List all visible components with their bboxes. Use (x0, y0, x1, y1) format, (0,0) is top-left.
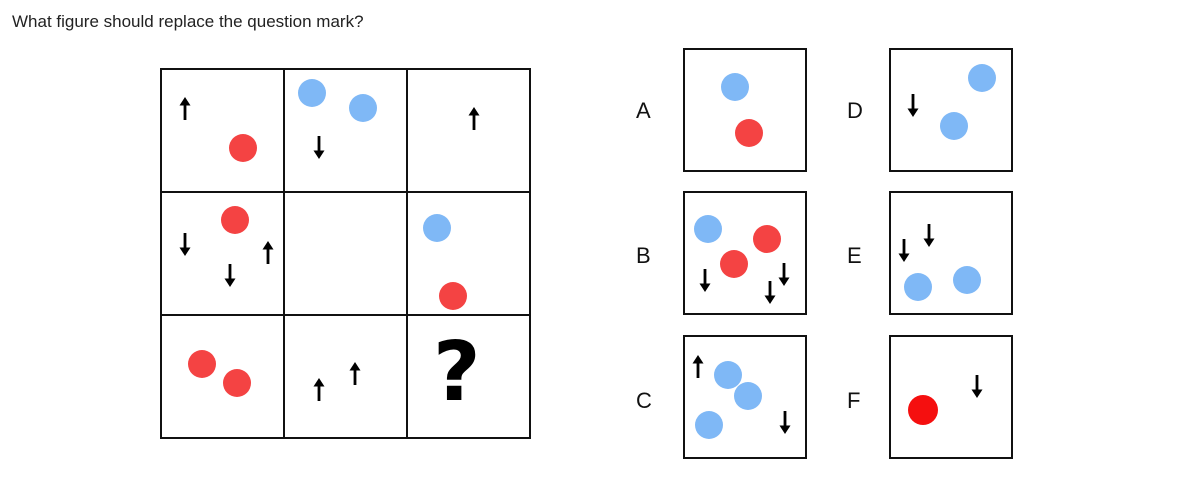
blue-circle (953, 266, 981, 294)
down-arrow-icon (224, 264, 236, 287)
up-arrow-icon (313, 378, 325, 401)
blue-circle (734, 382, 762, 410)
option-f[interactable] (889, 335, 1013, 459)
option-f-label: F (847, 388, 861, 413)
cell-r1-c1 (179, 97, 257, 162)
up-arrow-icon (349, 362, 361, 385)
red-circle (720, 250, 748, 278)
question-mark: ? (433, 325, 481, 420)
option-d-label: D (847, 98, 863, 123)
red-circle (735, 119, 763, 147)
blue-circle (298, 79, 326, 107)
blue-circle (349, 94, 377, 122)
up-arrow-icon (468, 107, 480, 130)
option-a[interactable] (683, 48, 807, 172)
option-e[interactable] (889, 191, 1013, 315)
blue-circle (695, 411, 723, 439)
blue-circle (968, 64, 996, 92)
cell-r3-c1 (188, 350, 251, 397)
cell-r3-c2 (313, 362, 361, 401)
blue-circle (694, 215, 722, 243)
red-circle (221, 206, 249, 234)
blue-circle (714, 361, 742, 389)
cell-r2-c1 (179, 206, 274, 287)
red-circle (439, 282, 467, 310)
blue-circle (904, 273, 932, 301)
option-b-label: B (636, 243, 651, 268)
down-arrow-icon (313, 136, 325, 159)
up-arrow-icon (262, 241, 274, 264)
option-c-label: C (636, 388, 652, 413)
cell-r1-c2 (298, 79, 377, 159)
option-c[interactable] (683, 335, 807, 459)
blue-circle (940, 112, 968, 140)
red-circle (229, 134, 257, 162)
option-e-label: E (847, 243, 862, 268)
down-arrow-icon (179, 233, 191, 256)
red-circle (908, 395, 938, 425)
option-a-label: A (636, 98, 651, 123)
red-circle (188, 350, 216, 378)
up-arrow-icon (179, 97, 191, 120)
option-d[interactable] (889, 48, 1013, 172)
red-circle (753, 225, 781, 253)
option-b[interactable] (683, 191, 807, 315)
cell-r2-c3 (423, 214, 467, 310)
blue-circle (721, 73, 749, 101)
red-circle (223, 369, 251, 397)
cell-r1-c3 (468, 107, 480, 130)
blue-circle (423, 214, 451, 242)
question-text: What figure should replace the question … (12, 12, 364, 31)
puzzle-grid (160, 68, 531, 439)
